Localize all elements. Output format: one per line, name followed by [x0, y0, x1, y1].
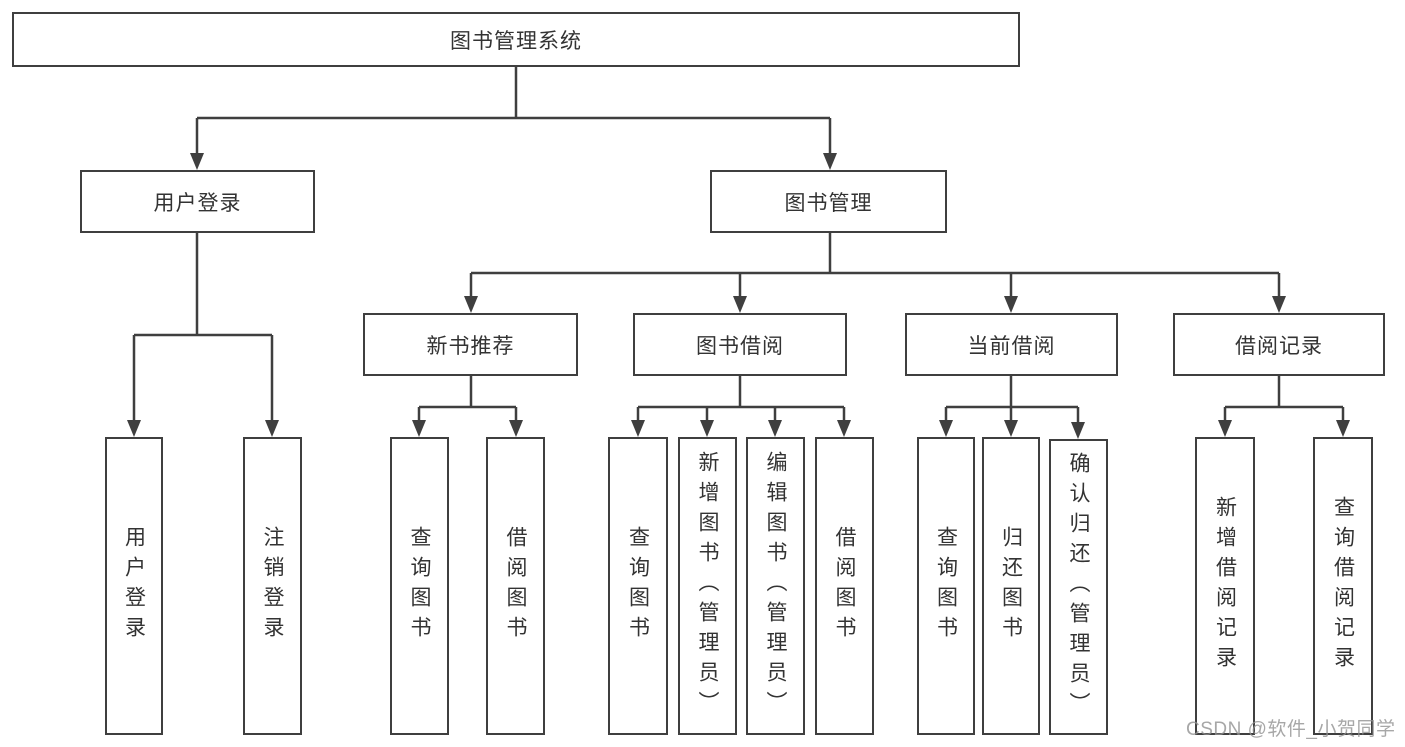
node-borrow-records: 借阅记录 [1173, 313, 1385, 376]
leaf-current-return-books-label: 归还图书 [999, 526, 1023, 646]
leaf-logout-label: 注销登录 [261, 526, 284, 646]
leaf-borrow-borrow-books: 借阅图书 [815, 437, 874, 735]
leaf-records-add-record: 新增借阅记录 [1195, 437, 1255, 735]
leaf-borrow-edit-books-admin: 编辑图书（管理员） [746, 437, 805, 735]
node-new-book-recommend-label: 新书推荐 [426, 334, 515, 358]
node-borrow-records-label: 借阅记录 [1235, 334, 1323, 358]
leaf-logout: 注销登录 [243, 437, 302, 735]
node-book-management: 图书管理 [710, 170, 947, 233]
leaf-borrow-add-books-admin: 新增图书（管理员） [678, 437, 737, 735]
node-user-login: 用户登录 [80, 170, 315, 233]
leaf-user-login-label: 用户登录 [122, 526, 146, 646]
node-user-login-label: 用户登录 [153, 191, 242, 215]
node-book-borrow: 图书借阅 [633, 313, 847, 376]
leaf-newbook-borrow-books-label: 借阅图书 [504, 526, 527, 646]
leaf-borrow-query-books: 查询图书 [608, 437, 668, 735]
leaf-current-confirm-return-admin-label: 确认归还（管理员） [1067, 452, 1090, 722]
leaf-current-query-books: 查询图书 [917, 437, 975, 735]
leaf-borrow-add-books-admin-label: 新增图书（管理员） [696, 451, 719, 721]
node-current-borrow: 当前借阅 [905, 313, 1118, 376]
leaf-borrow-borrow-books-label: 借阅图书 [833, 526, 856, 646]
node-new-book-recommend: 新书推荐 [363, 313, 578, 376]
leaf-records-query-record-label: 查询借阅记录 [1331, 496, 1355, 676]
leaf-current-return-books: 归还图书 [982, 437, 1040, 735]
node-root-label: 图书管理系统 [450, 29, 582, 53]
leaf-borrow-query-books-label: 查询图书 [626, 526, 650, 646]
leaf-records-add-record-label: 新增借阅记录 [1213, 496, 1237, 676]
leaf-newbook-query-books-label: 查询图书 [408, 526, 431, 646]
leaf-records-query-record: 查询借阅记录 [1313, 437, 1373, 735]
csdn-watermark: CSDN @软件_小贺同学 [1186, 719, 1396, 740]
leaf-current-confirm-return-admin: 确认归还（管理员） [1049, 439, 1108, 735]
leaf-current-query-books-label: 查询图书 [934, 526, 958, 646]
node-book-management-label: 图书管理 [784, 191, 873, 215]
leaf-borrow-edit-books-admin-label: 编辑图书（管理员） [764, 451, 787, 721]
node-book-borrow-label: 图书借阅 [696, 334, 784, 358]
node-root-library-system: 图书管理系统 [12, 12, 1020, 67]
node-current-borrow-label: 当前借阅 [967, 334, 1056, 358]
leaf-newbook-borrow-books: 借阅图书 [486, 437, 545, 735]
leaf-newbook-query-books: 查询图书 [390, 437, 449, 735]
leaf-user-login: 用户登录 [105, 437, 163, 735]
